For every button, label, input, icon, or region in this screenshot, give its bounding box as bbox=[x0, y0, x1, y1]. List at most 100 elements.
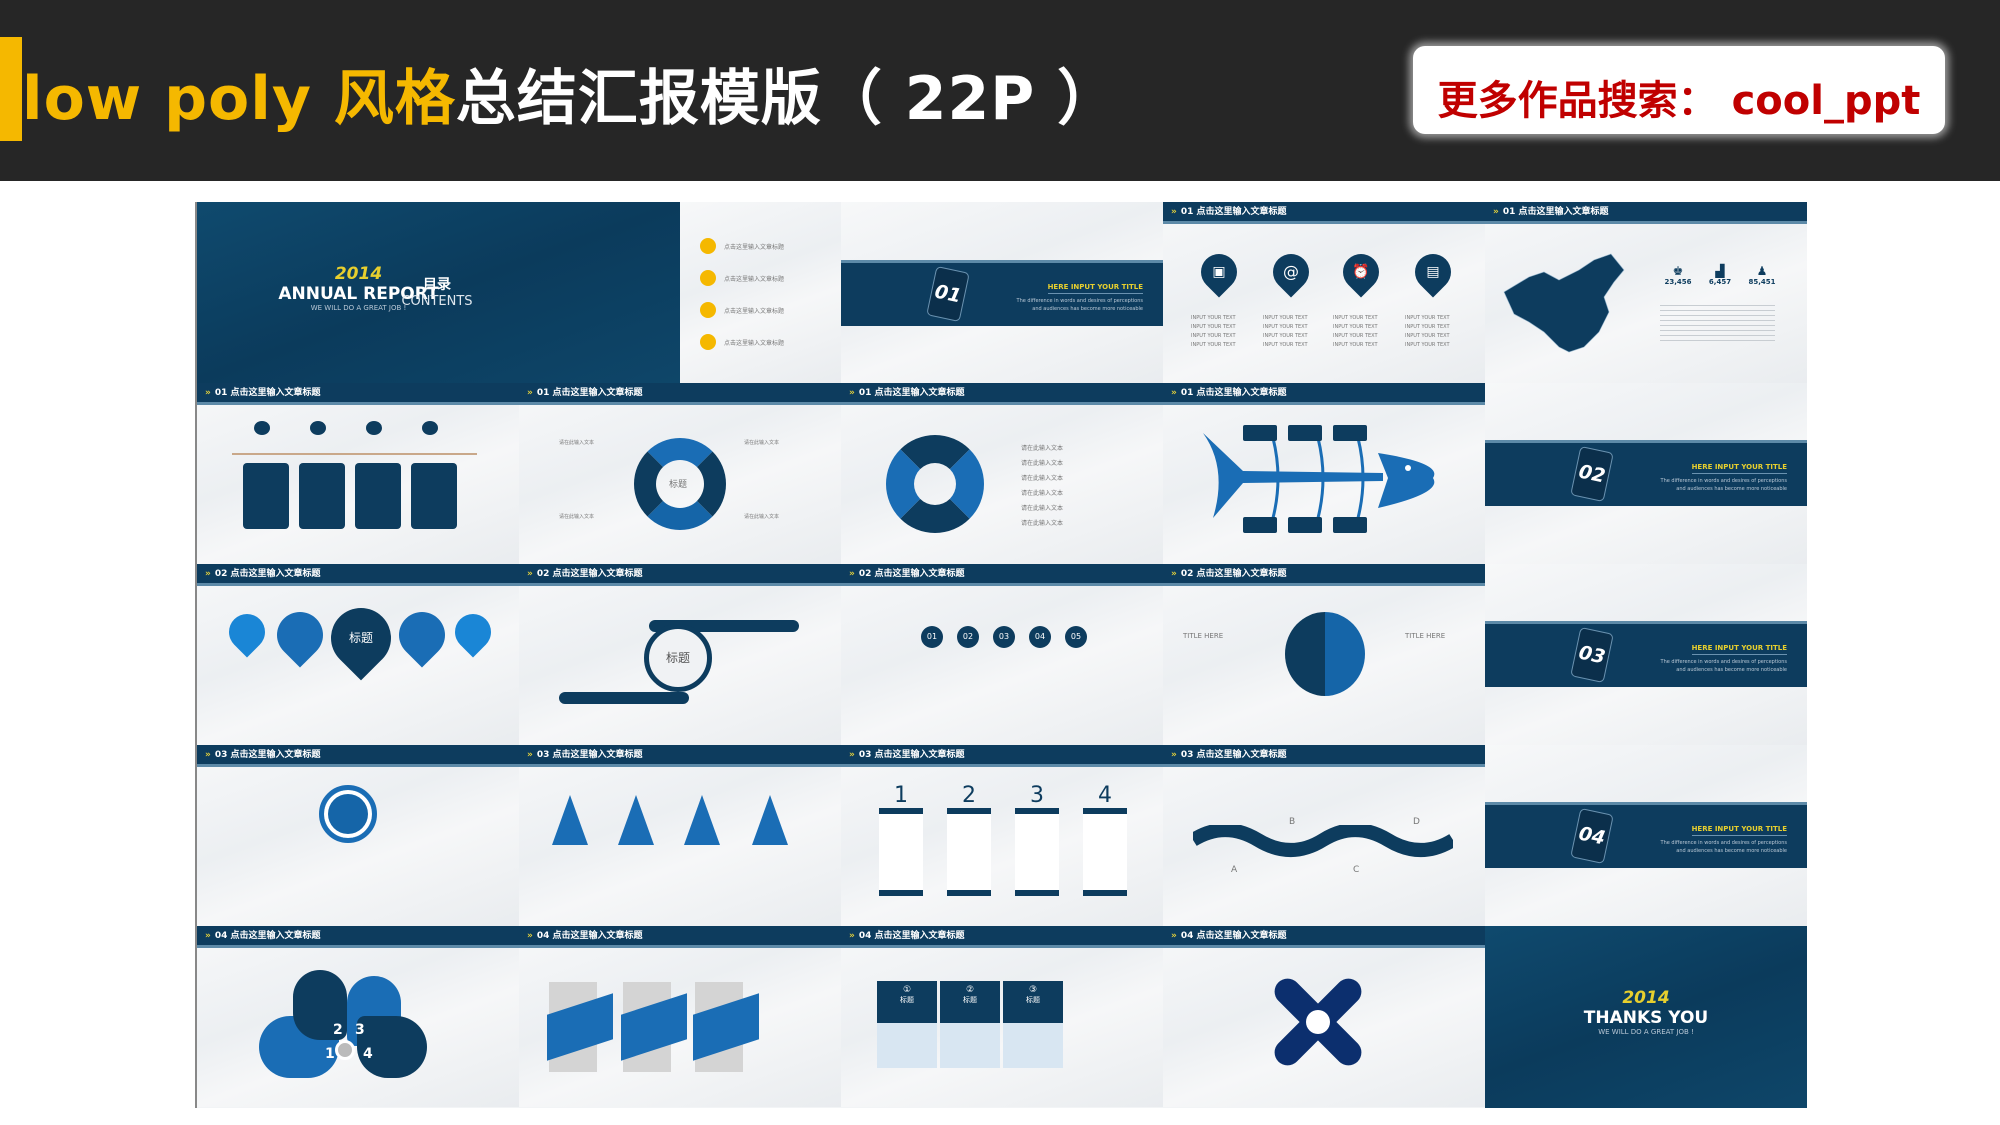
slide-china-map[interactable]: »01 点击这里输入文章标题 ♚23,456 ▟6,457 ♟85,451 bbox=[1485, 202, 1807, 383]
slide-header: »01 点击这里输入文章标题 bbox=[519, 383, 841, 405]
title-here-left: TITLE HERE bbox=[1183, 632, 1224, 640]
promo-text: 更多作品搜索： cool_ppt bbox=[1437, 78, 1921, 124]
cover-year: 2014 bbox=[334, 264, 383, 284]
pin-icon: 标题 bbox=[318, 595, 404, 681]
slide-spiral[interactable]: »01 点击这里输入文章标题 请在此输入文本请在此输入文本请在此输入文本请在此输… bbox=[841, 383, 1163, 564]
promo-box: 更多作品搜索： cool_ppt bbox=[1413, 46, 1945, 134]
wallet-icon: ▤ bbox=[1407, 246, 1459, 298]
thanks-year: 2014 bbox=[1622, 988, 1670, 1008]
top-banner: low poly 风格总结汇报模版（ 22P ） 更多作品搜索： cool_pp… bbox=[0, 0, 2000, 181]
slide-header: »02 点击这里输入文章标题 bbox=[841, 564, 1163, 586]
slide-3d-boxes[interactable]: »04 点击这里输入文章标题 bbox=[519, 926, 841, 1107]
contents-title-en: CONTENTS bbox=[401, 294, 473, 309]
divider-band: 04 HERE INPUT YOUR TITLE The difference … bbox=[1485, 802, 1807, 868]
wave-icon bbox=[1193, 825, 1453, 857]
slide-contents-list[interactable]: 点击这里输入文章标题 点击这里输入文章标题 点击这里输入文章标题 点击这里输入文… bbox=[680, 202, 841, 383]
slide-header: »03 点击这里输入文章标题 bbox=[1163, 745, 1485, 767]
slide-header: »04 点击这里输入文章标题 bbox=[841, 926, 1163, 948]
pin-icon bbox=[389, 602, 455, 668]
step-circles: 01 02 03 04 05 bbox=[921, 626, 1087, 648]
pin-icon bbox=[221, 606, 273, 658]
thanks-title: THANKS YOU bbox=[1583, 1008, 1709, 1028]
page-title: low poly 风格总结汇报模版（ 22P ） bbox=[22, 50, 1118, 137]
slide-pyramids[interactable]: »03 点击这里输入文章标题 bbox=[519, 745, 841, 926]
slide-timeline-boxes[interactable]: »01 点击这里输入文章标题 bbox=[197, 383, 519, 564]
slide-header: »02 点击这里输入文章标题 bbox=[1163, 564, 1485, 586]
ring-label: 标题 bbox=[669, 480, 688, 490]
pin-icon bbox=[267, 602, 333, 668]
slide-numbered-books[interactable]: »03 点击这里输入文章标题 1 2 3 4 bbox=[841, 745, 1163, 926]
thanks-subtitle: WE WILL DO A GREAT JOB ! bbox=[1598, 1028, 1694, 1036]
title-highlight: low poly 风格 bbox=[22, 64, 456, 134]
slide-divider-03[interactable]: 03 HERE INPUT YOUR TITLE The difference … bbox=[1485, 564, 1807, 745]
contents-title-cn: 目录 bbox=[423, 277, 451, 293]
contents-item: 点击这里输入文章标题 bbox=[724, 339, 785, 347]
cover-subtitle: WE WILL DO A GREAT JOB ! bbox=[310, 304, 407, 312]
slide-header: »01 点击这里输入文章标题 bbox=[197, 383, 519, 405]
slide-ring-radial[interactable]: »03 点击这里输入文章标题 bbox=[197, 745, 519, 926]
section-number-card: 03 bbox=[1570, 627, 1614, 683]
cross-center bbox=[1306, 1010, 1330, 1034]
slide-header: »04 点击这里输入文章标题 bbox=[197, 926, 519, 948]
slide-header: »02 点击这里输入文章标题 bbox=[519, 564, 841, 586]
alarm-clock-icon: ⏰ bbox=[1335, 246, 1387, 298]
slide-cross[interactable]: »04 点击这里输入文章标题 bbox=[1163, 926, 1485, 1107]
slide-header: »01 点击这里输入文章标题 bbox=[841, 383, 1163, 405]
stats-row: ♚23,456 ▟6,457 ♟85,451 bbox=[1664, 264, 1776, 286]
timeline-line bbox=[232, 453, 477, 455]
at-icon: @ bbox=[1265, 246, 1317, 298]
petal-center bbox=[335, 1040, 355, 1060]
pin-icon bbox=[447, 606, 499, 658]
pyramid-icon bbox=[684, 795, 720, 845]
slide-divider-01[interactable]: 01 HERE INPUT YOUR TITLE The difference … bbox=[841, 202, 1163, 383]
center-circle-label: 标题 bbox=[644, 624, 712, 692]
center-ring bbox=[319, 785, 377, 843]
bullet-icon bbox=[700, 238, 716, 254]
bullet-icon bbox=[700, 270, 716, 286]
title-here-right: TITLE HERE bbox=[1405, 632, 1446, 640]
spiral-graphic bbox=[886, 435, 984, 533]
fishbone-icon bbox=[1203, 433, 1435, 519]
slide-fishbone[interactable]: »01 点击这里输入文章标题 bbox=[1163, 383, 1485, 564]
divider-band: 03 HERE INPUT YOUR TITLE The difference … bbox=[1485, 621, 1807, 687]
slide-header: »03 点击这里输入文章标题 bbox=[197, 745, 519, 767]
yin-yang-icon bbox=[1285, 612, 1365, 696]
china-map-icon bbox=[1503, 253, 1625, 353]
body-text bbox=[1660, 305, 1775, 345]
slide-yin-yang[interactable]: »02 点击这里输入文章标题 TITLE HERE TITLE HERE bbox=[1163, 564, 1485, 745]
slide-divider-02[interactable]: 02 HERE INPUT YOUR TITLE The difference … bbox=[1485, 383, 1807, 564]
divider-band: 01 HERE INPUT YOUR TITLE The difference … bbox=[841, 260, 1163, 326]
slide-divider-04[interactable]: 04 HERE INPUT YOUR TITLE The difference … bbox=[1485, 745, 1807, 926]
slide-header: »04 点击这里输入文章标题 bbox=[519, 926, 841, 948]
cover-title: ANNUAL REPORT bbox=[278, 284, 439, 304]
slide-header: »04 点击这里输入文章标题 bbox=[1163, 926, 1485, 948]
section-number-card: 04 bbox=[1570, 808, 1614, 864]
section-number-card: 02 bbox=[1570, 446, 1614, 502]
slide-petals[interactable]: »04 点击这里输入文章标题 1 2 3 4 bbox=[197, 926, 519, 1107]
pyramid-icon bbox=[618, 795, 654, 845]
slide-header: »01 点击这里输入文章标题 bbox=[1163, 202, 1485, 224]
contents-item: 点击这里输入文章标题 bbox=[724, 275, 785, 283]
slide-wave[interactable]: »03 点击这里输入文章标题 A B C D bbox=[1163, 745, 1485, 926]
divider-band: 02 HERE INPUT YOUR TITLE The difference … bbox=[1485, 440, 1807, 506]
slide-circle-labels[interactable]: »02 点击这里输入文章标题 标题 bbox=[519, 564, 841, 745]
slide-header: »01 点击这里输入文章标题 bbox=[1163, 383, 1485, 405]
slide-steps-05[interactable]: »02 点击这里输入文章标题 01 02 03 04 05 bbox=[841, 564, 1163, 745]
slide-ring-cycle[interactable]: »01 点击这里输入文章标题 标题 请在此输入文本 请在此输入文本 请在此输入文… bbox=[519, 383, 841, 564]
bullet-icon bbox=[700, 334, 716, 350]
slide-header: »01 点击这里输入文章标题 bbox=[1485, 202, 1807, 224]
slide-map-pins[interactable]: »02 点击这里输入文章标题 标题 bbox=[197, 564, 519, 745]
contents-item: 点击这里输入文章标题 bbox=[724, 243, 785, 251]
pyramid-icon bbox=[752, 795, 788, 845]
divider-title: HERE INPUT YOUR TITLE bbox=[1047, 283, 1143, 294]
